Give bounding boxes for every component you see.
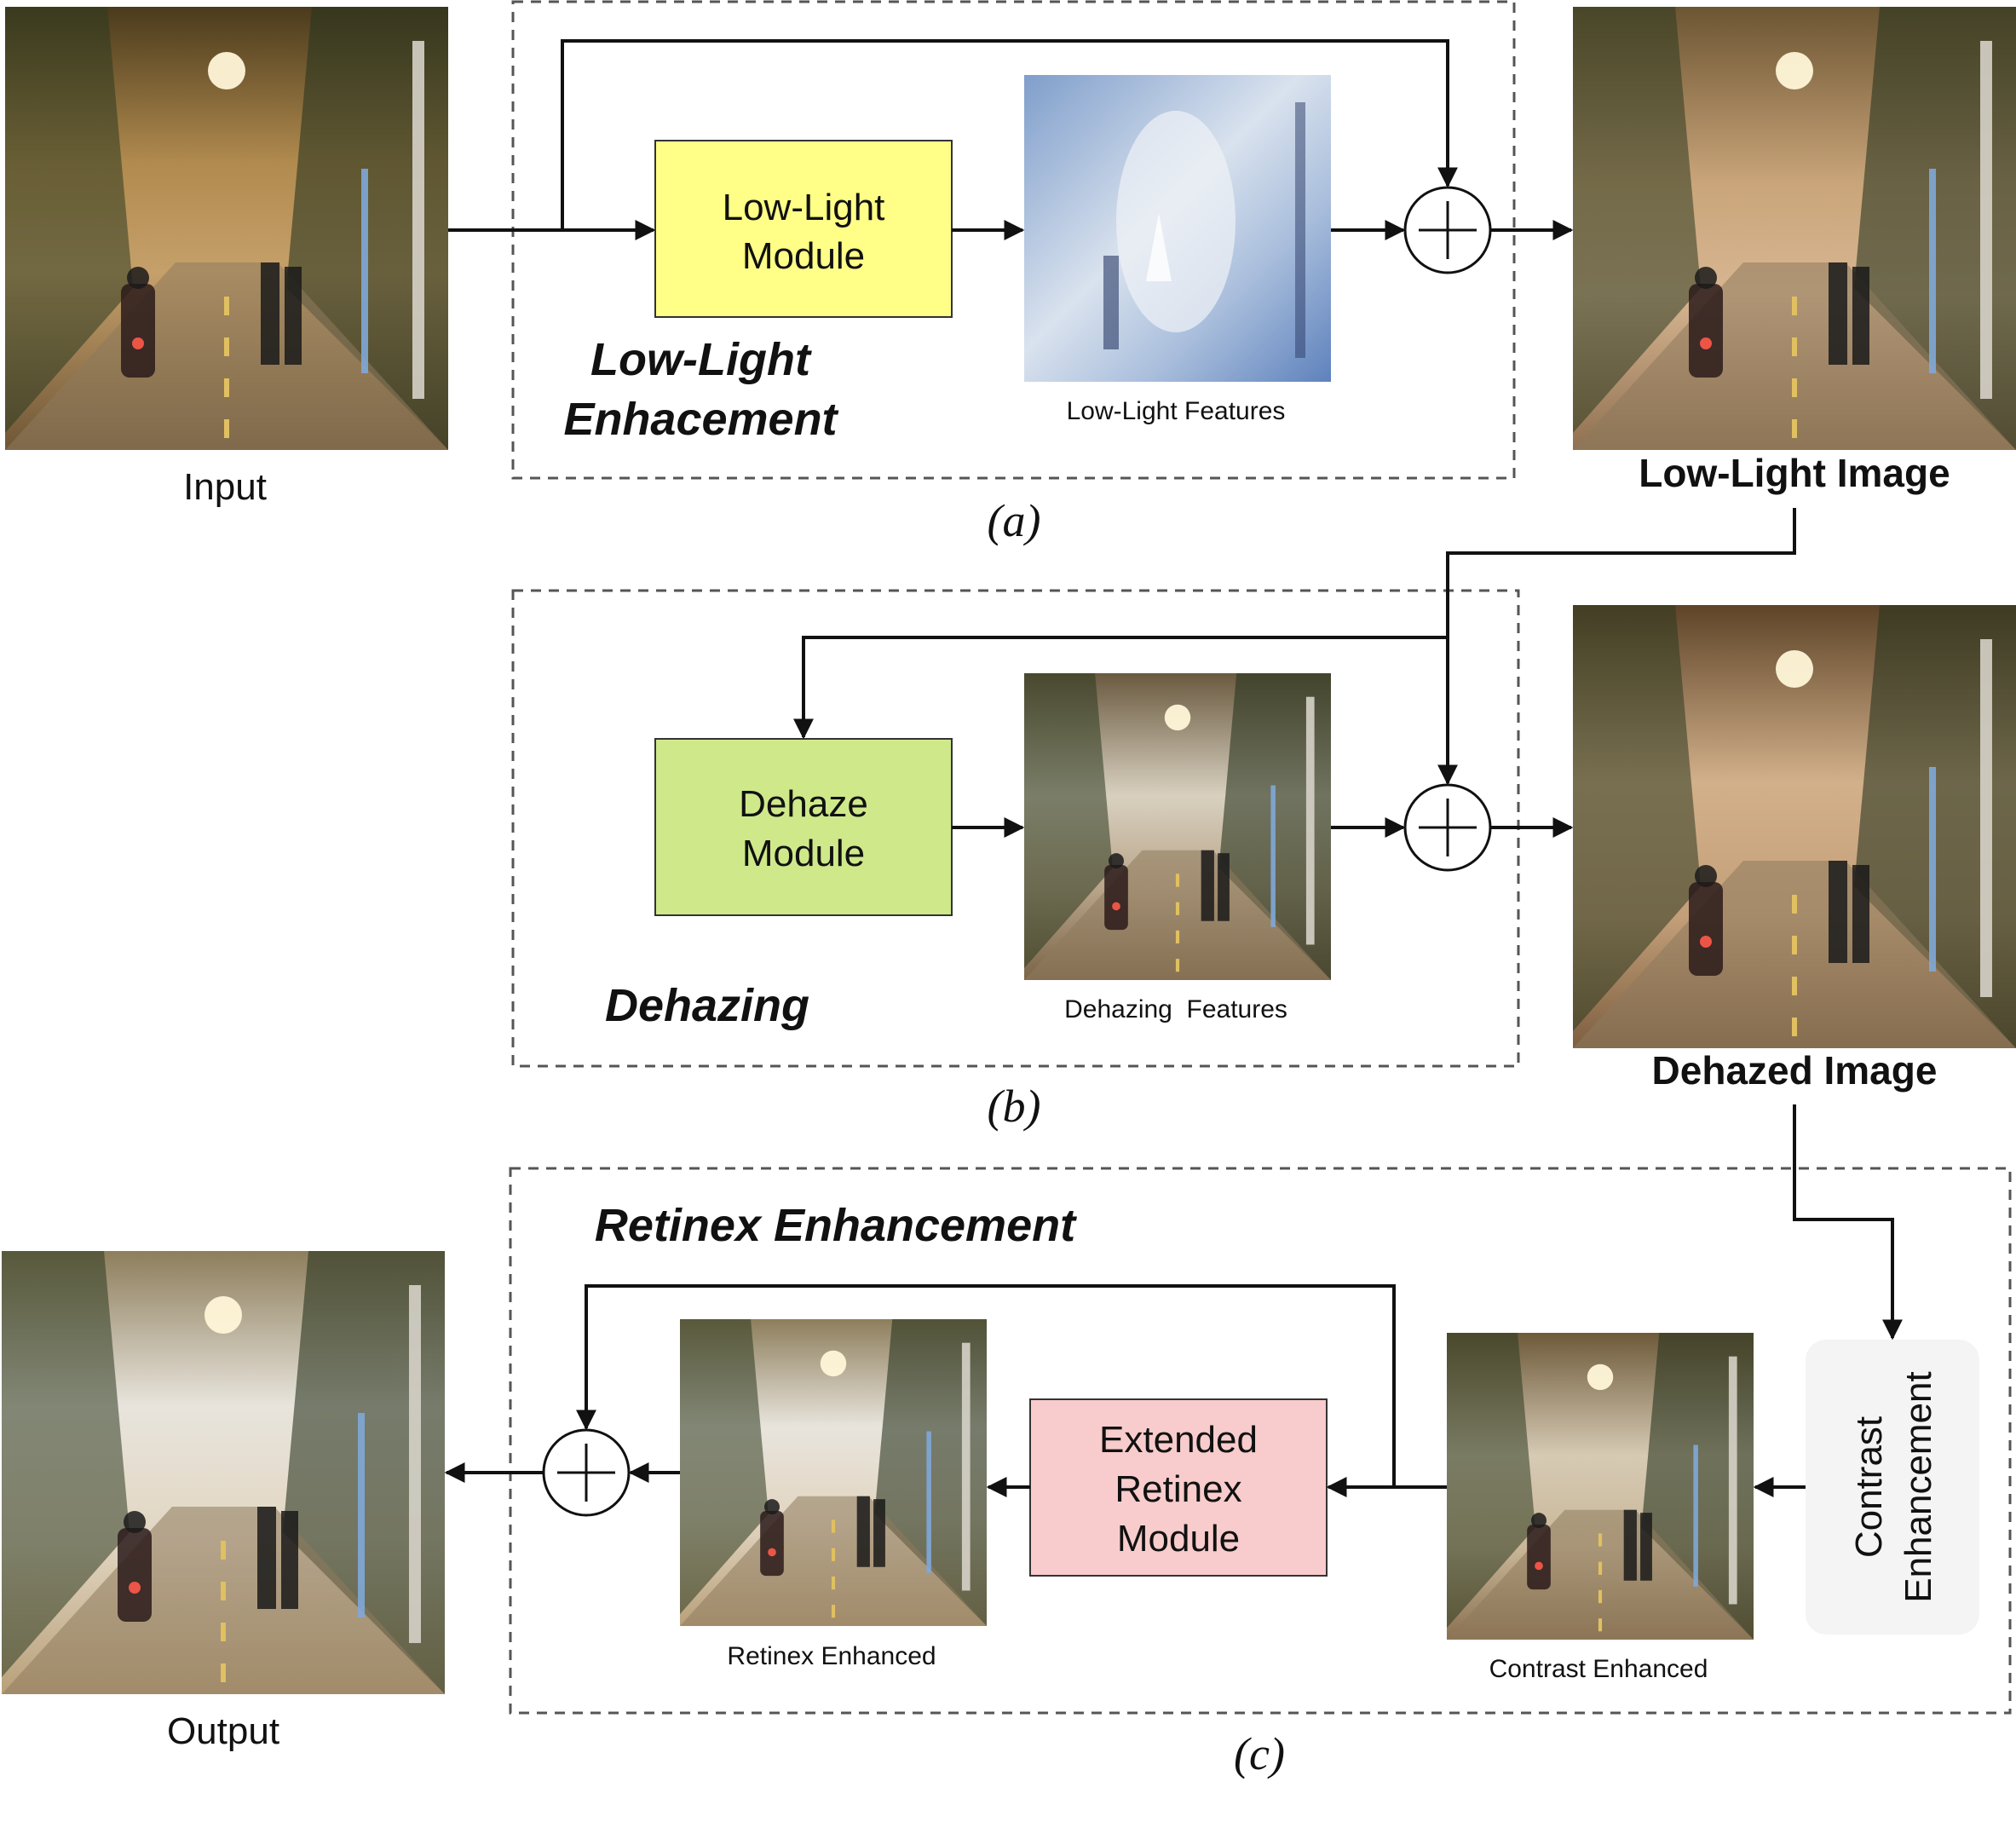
contrast-box-line1: Contrast xyxy=(1848,1416,1890,1558)
input-label: Input xyxy=(183,466,267,508)
contrast-enhanced-label: Contrast Enhanced xyxy=(1489,1655,1708,1683)
panel-a-caption: (a) xyxy=(988,495,1041,546)
retinex-enhanced-label: Retinex Enhanced xyxy=(727,1642,936,1670)
sum-node-a xyxy=(1403,186,1492,274)
sum-node-c xyxy=(542,1428,631,1517)
retinex-module-box xyxy=(1029,1398,1328,1577)
retinex-module-line2: Retinex xyxy=(1115,1468,1241,1510)
dehaze-module-box xyxy=(654,738,953,916)
dehazing-features-label: Dehazing Features xyxy=(1064,995,1287,1023)
panel-c-title: Retinex Enhancement xyxy=(595,1200,1077,1251)
dehazed-image-label: Dehazed Image xyxy=(1652,1048,1938,1093)
dehaze-module-line1: Dehaze xyxy=(739,783,868,825)
contrast-enhanced-image xyxy=(1447,1333,1754,1640)
lowlight-module-line2: Module xyxy=(742,235,865,277)
panel-b-caption: (b) xyxy=(988,1081,1041,1132)
retinex-module-line1: Extended xyxy=(1099,1419,1258,1461)
lowlight-features-image xyxy=(1024,75,1331,382)
sum-node-b xyxy=(1403,783,1492,872)
panel-a-title-line1: Low-Light xyxy=(590,334,812,385)
lowlight-module-line1: Low-Light xyxy=(723,187,885,228)
input-image xyxy=(5,7,448,450)
lowlight-image-label: Low-Light Image xyxy=(1639,451,1950,495)
dehazing-features-image xyxy=(1024,673,1331,980)
retinex-enhanced-image xyxy=(680,1319,987,1626)
output-image xyxy=(2,1251,445,1694)
retinex-module-line3: Module xyxy=(1117,1518,1240,1560)
lowlight-module-box xyxy=(654,140,953,318)
panel-c-caption: (c) xyxy=(1234,1728,1285,1779)
panel-a-title-line2: Enhacement xyxy=(563,394,838,445)
panel-c-frame xyxy=(509,1167,2012,1715)
lowlight-features-label: Low-Light Features xyxy=(1067,397,1286,425)
dehaze-module-line2: Module xyxy=(742,833,865,874)
connections xyxy=(444,39,1903,1497)
contrast-enhancement-box xyxy=(1806,1340,1979,1635)
panel-a-frame xyxy=(511,0,1516,480)
output-label: Output xyxy=(167,1710,279,1752)
contrast-box-line2: Enhancement xyxy=(1898,1371,1939,1603)
dehazed-image xyxy=(1573,605,2016,1048)
lowlight-image xyxy=(1573,7,2016,450)
panel-b-title: Dehazing xyxy=(605,980,809,1031)
